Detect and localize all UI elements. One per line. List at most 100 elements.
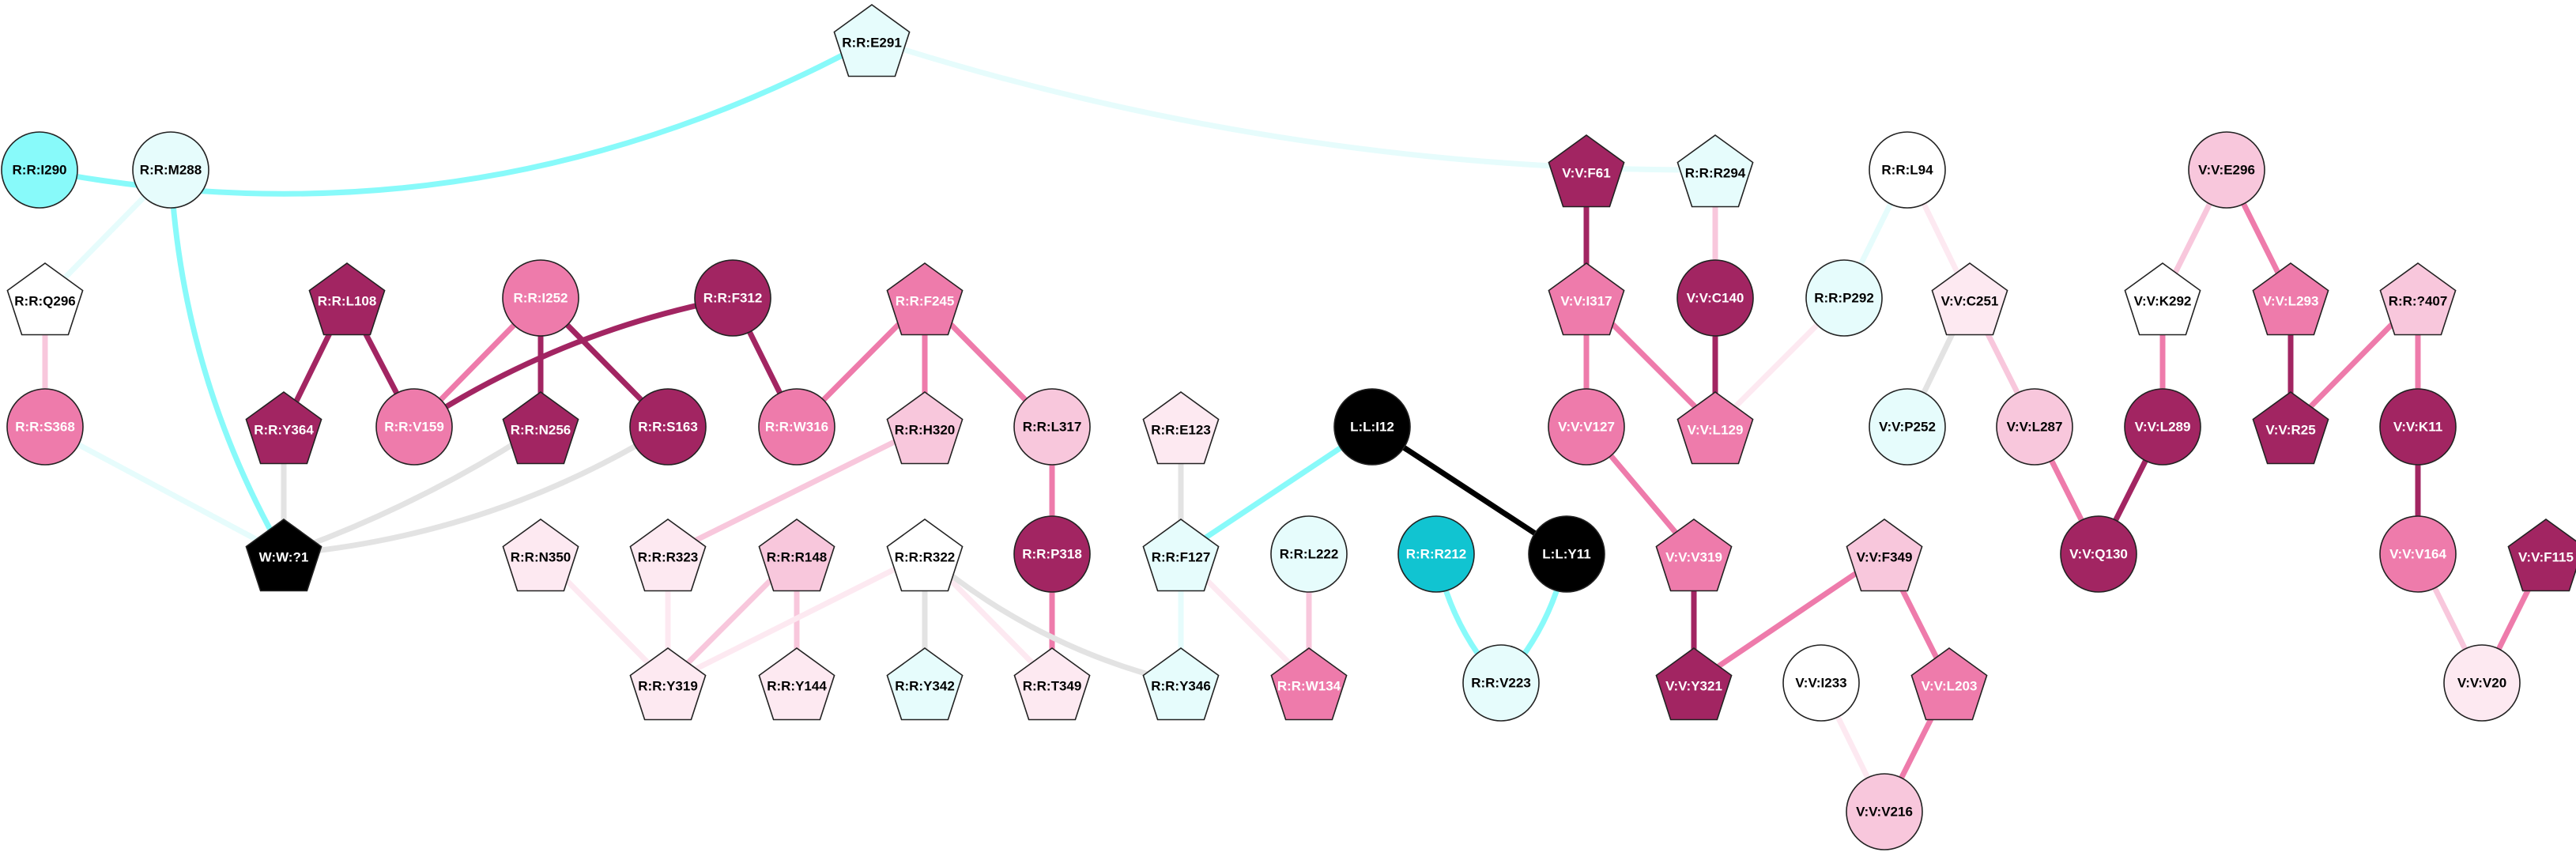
node-r-r-i290: R:R:I290 [1, 131, 78, 209]
node-circle [2188, 131, 2265, 209]
node-circle [1548, 388, 1625, 466]
node-circle [694, 259, 771, 337]
node-label: V:V:L289 [2135, 420, 2191, 435]
node-label: R:R:H320 [895, 423, 956, 438]
node-label: R:R:R294 [1685, 166, 1746, 181]
node-circle [629, 388, 707, 466]
edge-r-r-s163-to-w-w-q1 [281, 424, 671, 557]
node-pentagon [1142, 647, 1220, 721]
node-label: R:R:V223 [1471, 676, 1531, 691]
node-r-r-f312: R:R:F312 [694, 259, 771, 337]
node-circle [1528, 515, 1605, 593]
node-r-r-s368: R:R:S368 [6, 388, 84, 466]
node-pentagon [629, 647, 707, 721]
node-r-r-y364: R:R:Y364 [245, 391, 322, 465]
node-label: V:V:V20 [2457, 676, 2506, 691]
node-label: V:V:L129 [1688, 423, 1744, 438]
node-r-r-r322: R:R:R322 [886, 519, 964, 592]
node-v-v-r25: V:V:R25 [2252, 391, 2329, 465]
node-label: R:R:W316 [765, 420, 828, 435]
node-label: R:R:S368 [15, 420, 75, 435]
node-v-v-f349: V:V:F349 [1846, 519, 1923, 592]
node-circle [2443, 644, 2521, 722]
node-r-r-e123: R:R:E123 [1142, 391, 1220, 465]
node-label: R:R:F312 [703, 291, 763, 306]
node-label: R:R:Y346 [1151, 679, 1211, 694]
node-label: R:R:L222 [1280, 547, 1339, 562]
node-l-l-i12: L:L:I12 [1333, 388, 1411, 466]
node-pentagon [308, 262, 386, 336]
node-circle [1013, 388, 1091, 466]
node-circle [758, 388, 835, 466]
node-l-l-y11: L:L:Y11 [1528, 515, 1605, 593]
node-v-v-k292: V:V:K292 [2124, 262, 2201, 336]
node-r-r-y342: R:R:Y342 [886, 647, 964, 721]
node-v-v-l129: V:V:L129 [1676, 391, 1754, 465]
node-label: R:R:R322 [895, 550, 956, 565]
edge-r-r-n256-to-w-w-q1 [281, 424, 544, 557]
node-label: R:R:?407 [2389, 294, 2448, 309]
node-label: V:V:C140 [1687, 291, 1744, 306]
node-pentagon [1655, 647, 1733, 721]
node-circle [375, 388, 453, 466]
node-label: V:V:F61 [1562, 166, 1610, 181]
node-pentagon [502, 519, 579, 592]
node-r-r-l317: R:R:L317 [1013, 388, 1091, 466]
node-circle [1013, 515, 1091, 593]
node-pentagon [2252, 391, 2329, 465]
node-r-r-h320: R:R:H320 [886, 391, 964, 465]
node-label: V:V:L203 [1922, 679, 1978, 694]
node-label: R:R:V159 [384, 420, 444, 435]
node-pentagon [1846, 519, 1923, 592]
node-r-r-f245: R:R:F245 [886, 262, 964, 336]
node-r-r-v223: R:R:V223 [1462, 644, 1540, 722]
edge-r-r-h320-to-r-r-r323 [665, 424, 928, 557]
node-pentagon [2124, 262, 2201, 336]
node-v-v-c251: V:V:C251 [1931, 262, 2008, 336]
node-v-v-l287: V:V:L287 [1996, 388, 2073, 466]
node-v-v-f115: V:V:F115 [2507, 519, 2576, 592]
node-label: R:R:Y364 [254, 423, 314, 438]
node-r-r-i252: R:R:I252 [502, 259, 579, 337]
node-r-r-t349: R:R:T349 [1013, 647, 1091, 721]
node-circle [1676, 259, 1754, 337]
node-v-v-l293: V:V:L293 [2252, 262, 2329, 336]
node-pentagon [1013, 647, 1091, 721]
node-label: R:R:Q296 [14, 294, 75, 309]
node-label: R:R:R323 [638, 550, 699, 565]
node-pentagon [2252, 262, 2329, 336]
node-label: V:V:K292 [2134, 294, 2192, 309]
node-circle [1462, 644, 1540, 722]
node-circle [1270, 515, 1348, 593]
node-label: R:R:F127 [1152, 550, 1211, 565]
node-v-v-v216: V:V:V216 [1846, 773, 1923, 850]
node-r-r-r294: R:R:R294 [1676, 134, 1754, 208]
node-label: L:L:Y11 [1542, 547, 1590, 562]
node-label: R:R:I290 [13, 163, 67, 178]
node-pentagon [1548, 134, 1625, 208]
node-r-r-l94: R:R:L94 [1869, 131, 1946, 209]
node-circle [1869, 131, 1946, 209]
node-r-r-n256: R:R:N256 [502, 391, 579, 465]
node-r-r-r212: R:R:R212 [1397, 515, 1475, 593]
node-label: L:L:I12 [1350, 420, 1394, 435]
node-r-r-q296: R:R:Q296 [6, 262, 84, 336]
node-v-v-e296: V:V:E296 [2188, 131, 2265, 209]
node-r-r-s163: R:R:S163 [629, 388, 707, 466]
node-r-r-e291: R:R:E291 [833, 4, 911, 77]
node-label: V:V:I317 [1560, 294, 1612, 309]
node-r-r-v159: R:R:V159 [375, 388, 453, 466]
node-circle [2379, 388, 2457, 466]
node-circle [6, 388, 84, 466]
node-label: R:R:M288 [140, 163, 202, 178]
node-r-r-w316: R:R:W316 [758, 388, 835, 466]
node-r-r-q407: R:R:?407 [2379, 262, 2457, 336]
node-label: V:V:C251 [1941, 294, 1999, 309]
node-label: R:R:E123 [1151, 423, 1211, 438]
node-label: V:V:L287 [2007, 420, 2063, 435]
node-label: V:V:E296 [2198, 163, 2255, 178]
node-r-r-r323: R:R:R323 [629, 519, 707, 592]
node-circle [502, 259, 579, 337]
node-label: V:V:I233 [1795, 676, 1846, 691]
